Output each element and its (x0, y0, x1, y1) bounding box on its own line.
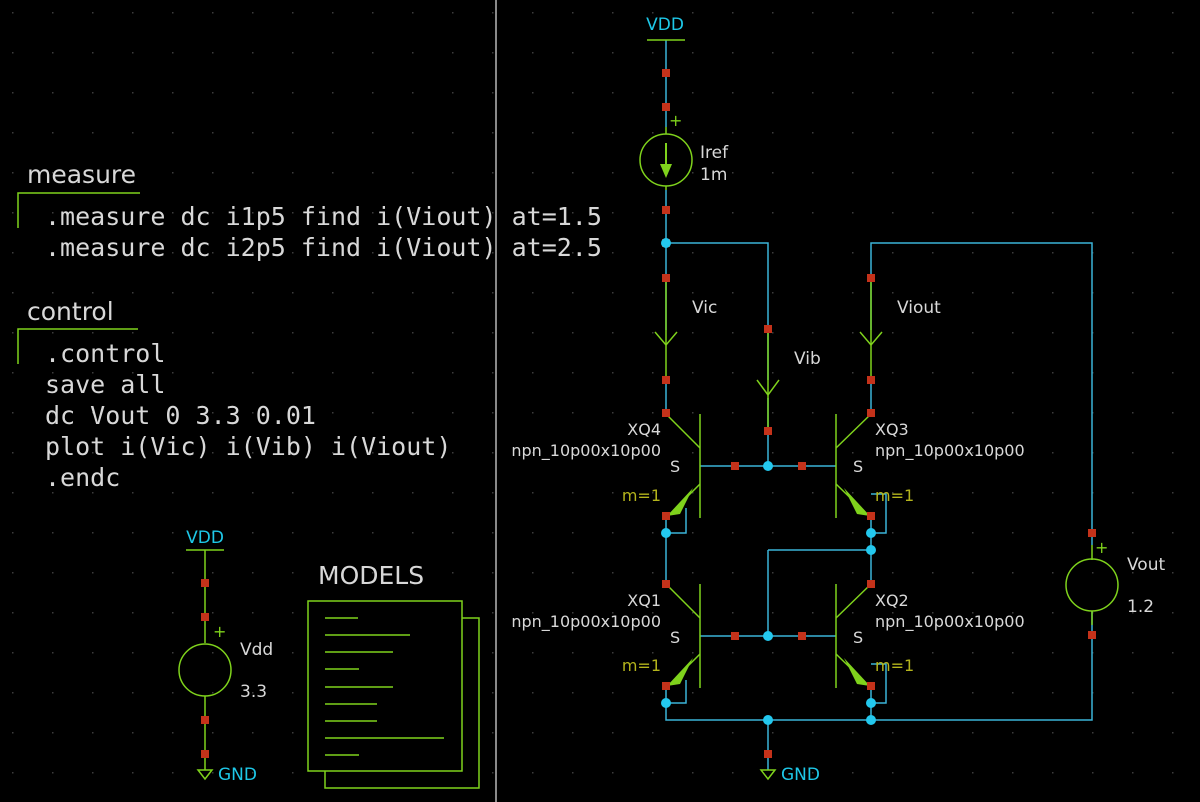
models-doc-front (307, 600, 463, 772)
xq1-mult: m=1 (622, 656, 661, 675)
control-line-4: plot i(Vic) i(Vib) i(Viout) (45, 432, 451, 461)
pin-marker (201, 613, 209, 621)
pin-markers (662, 69, 1096, 758)
control-line-2: save all (45, 370, 165, 399)
transistor-xq3[interactable]: XQ3 npn_10p00x10p00 S m=1 (835, 413, 1025, 519)
pin-marker (201, 750, 209, 758)
xq3-model: npn_10p00x10p00 (875, 441, 1025, 461)
ammeter-symbols (654, 280, 883, 430)
xq1-model: npn_10p00x10p00 (511, 612, 661, 632)
xq3-name: XQ3 (875, 420, 909, 439)
transistor-xq2[interactable]: XQ2 npn_10p00x10p00 S m=1 (835, 583, 1025, 689)
transistor-xq4[interactable]: XQ4 npn_10p00x10p00 S m=1 (511, 413, 701, 519)
transistor-xq1[interactable]: XQ1 npn_10p00x10p00 S m=1 (511, 583, 701, 689)
plus-sign: + (1095, 538, 1108, 557)
vout-source[interactable]: + Vout 1.2 (1065, 538, 1165, 625)
control-bracket (17, 328, 138, 364)
vdd-right-label: VDD (646, 15, 684, 35)
ammeter-vic-label: Vic (692, 298, 717, 318)
pane-divider[interactable] (495, 0, 497, 802)
xq3-sub: S (853, 457, 863, 476)
control-block[interactable]: control .control save all dc Vout 0 3.3 … (17, 297, 451, 492)
control-line-5: .endc (45, 463, 120, 492)
xq2-mult: m=1 (875, 656, 914, 675)
emitter-arrow-icon (844, 658, 870, 686)
emitter-arrow-icon (667, 658, 693, 686)
emitter-arrow-icon (844, 488, 870, 516)
pin-marker (201, 579, 209, 587)
measure-line-1: .measure dc i1p5 find i(Viout) at=1.5 (45, 202, 602, 231)
ammeter-vib-label: Vib (794, 349, 821, 369)
arrow-head-icon (660, 164, 672, 178)
xq1-name: XQ1 (627, 591, 661, 610)
ammeter-viout-label: Viout (897, 298, 941, 318)
plus-sign: + (669, 111, 682, 130)
xq4-sub: S (670, 457, 680, 476)
vdd-left-label: VDD (186, 528, 224, 548)
xq4-mult: m=1 (622, 486, 661, 505)
gnd-right-label: GND (781, 765, 820, 785)
current-mirror-schematic[interactable]: VDD + Iref 1m Vic Vib Viout (511, 15, 1165, 785)
vdd-source-name: Vdd (240, 640, 273, 660)
ground-symbol-left (196, 769, 214, 781)
xq3-mult: m=1 (875, 486, 914, 505)
xq2-name: XQ2 (875, 591, 909, 610)
iref-source[interactable]: + Iref 1m (639, 111, 729, 190)
xq4-model: npn_10p00x10p00 (511, 441, 661, 461)
xq2-sub: S (853, 628, 863, 647)
vout-value: 1.2 (1127, 597, 1154, 617)
vout-name: Vout (1127, 555, 1165, 575)
models-doc-lines (325, 617, 444, 756)
pin-marker (201, 716, 209, 724)
measure-line-2: .measure dc i2p5 find i(Viout) at=2.5 (45, 233, 602, 262)
control-line-3: dc Vout 0 3.3 0.01 (45, 401, 316, 430)
control-line-1: .control (45, 339, 165, 368)
xq2-model: npn_10p00x10p00 (875, 612, 1025, 632)
measure-block[interactable]: measure .measure dc i1p5 find i(Viout) a… (17, 160, 602, 262)
control-title: control (27, 297, 114, 326)
emitter-arrow-icon (667, 488, 693, 516)
vdd-supply[interactable]: VDD + GND Vdd 3.3 (178, 528, 273, 785)
measure-title: measure (27, 160, 136, 189)
models-block[interactable]: MODELS (307, 561, 480, 789)
plus-sign: + (213, 622, 226, 641)
models-title: MODELS (318, 561, 424, 590)
junction-dots (661, 238, 876, 725)
vdd-source-value: 3.3 (240, 682, 267, 702)
xq4-name: XQ4 (627, 420, 661, 439)
iref-value: 1m (700, 165, 727, 185)
gnd-left-label: GND (218, 765, 257, 785)
xq1-sub: S (670, 628, 680, 647)
ground-symbol-right (759, 769, 777, 781)
measure-bracket (17, 192, 140, 228)
iref-name: Iref (700, 143, 729, 163)
